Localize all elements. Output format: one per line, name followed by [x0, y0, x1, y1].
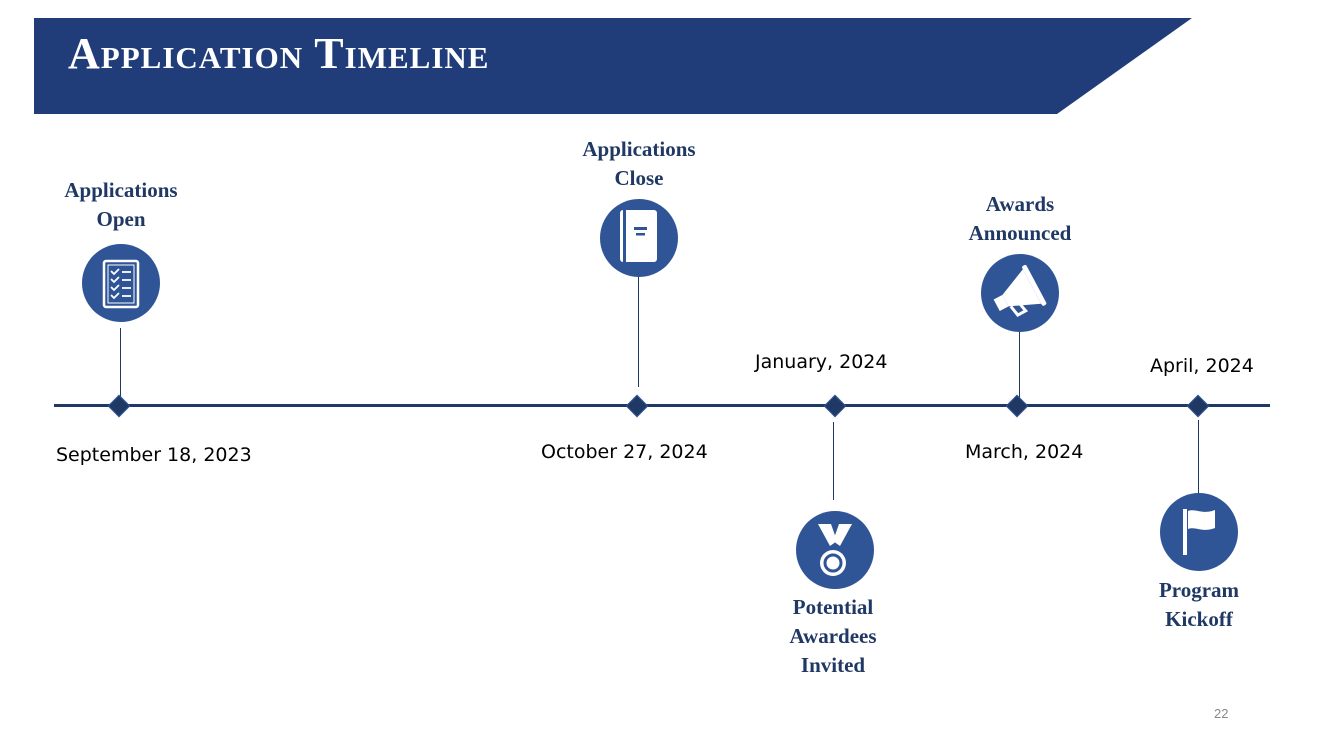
milestone-stem	[120, 328, 121, 400]
milestone-marker	[1005, 394, 1029, 418]
milestone-stem	[638, 277, 639, 387]
megaphone-icon	[981, 254, 1059, 332]
flag-icon	[1160, 493, 1238, 571]
milestone-stem	[1198, 420, 1199, 494]
milestone-label: Applications Close	[582, 137, 696, 190]
milestone-date: September 18, 2023	[56, 444, 252, 466]
milestone-date: April, 2024	[1150, 355, 1254, 377]
milestone-stem	[1019, 332, 1020, 398]
milestone-marker	[107, 394, 131, 418]
milestone-date: January, 2024	[755, 351, 888, 373]
milestone-date: October 27, 2024	[541, 441, 708, 463]
milestone-marker	[823, 394, 847, 418]
checklist-icon	[82, 244, 160, 322]
milestone-marker	[625, 394, 649, 418]
timeline-axis	[54, 404, 1270, 407]
milestone-label: Potential Awardees Invited	[789, 595, 877, 677]
milestone-stem	[833, 422, 834, 500]
milestone-label: Program Kickoff	[1158, 578, 1240, 631]
milestone-marker	[1186, 394, 1210, 418]
notebook-icon	[600, 199, 678, 277]
page-number: 22	[1214, 706, 1229, 721]
milestone-label: Awards Announced	[968, 192, 1072, 245]
milestone-date: March, 2024	[965, 441, 1084, 463]
page-title: Application Timeline	[68, 29, 490, 78]
milestone-label: Applications Open	[64, 178, 178, 231]
medal-icon	[796, 511, 874, 589]
title-banner	[34, 18, 1192, 114]
